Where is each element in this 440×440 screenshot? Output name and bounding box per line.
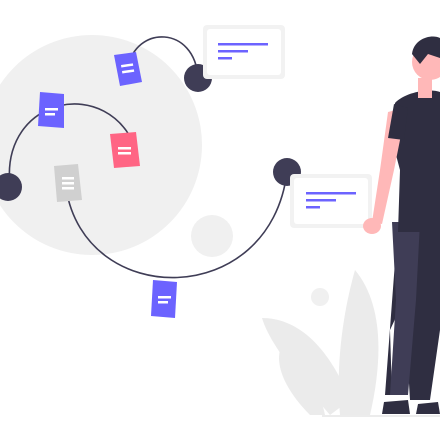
document-icon-purple-left — [38, 92, 64, 128]
message-line-2 — [218, 50, 248, 53]
document-icon-purple-top — [114, 52, 142, 86]
connection-arc-bottom — [65, 171, 288, 279]
person-hand — [363, 218, 381, 234]
background-small-circle — [191, 215, 233, 257]
person-shoe-left — [382, 400, 410, 414]
document-icon-purple-bottom — [151, 280, 177, 318]
plant — [262, 270, 379, 415]
message-card-top — [203, 25, 285, 79]
person-hair — [412, 36, 440, 64]
background-circle — [0, 35, 202, 255]
message-line-1 — [306, 192, 356, 195]
node-dot-left — [0, 173, 22, 201]
standing-person — [363, 36, 440, 414]
message-line-1 — [218, 43, 268, 46]
message-card-right — [290, 174, 372, 228]
message-line-3 — [218, 57, 232, 60]
person-neck — [418, 78, 432, 98]
person-shoe-right — [416, 402, 440, 414]
document-icon-gray — [54, 164, 82, 202]
document-icon-pink — [110, 132, 140, 168]
background-tiny-circle — [311, 288, 329, 306]
message-line-3 — [306, 206, 320, 209]
message-line-2 — [306, 199, 336, 202]
